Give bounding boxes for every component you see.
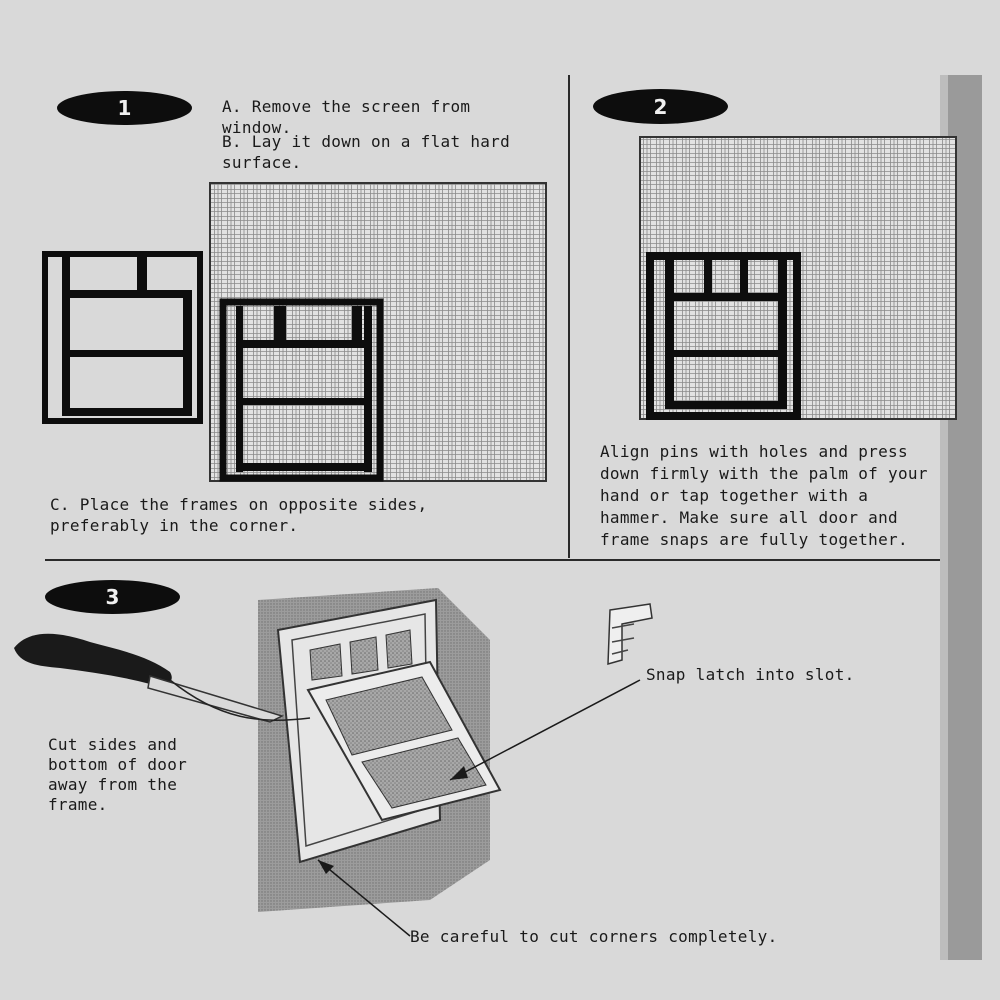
- step-badge-1: 1: [57, 91, 192, 125]
- step3-cut-instruction: Cut sides and bottom of door away from t…: [48, 735, 188, 814]
- knife-icon: [14, 633, 285, 723]
- step1-instruction-b: B. Lay it down on a flat hard surface.: [222, 132, 511, 172]
- step3-latch-instruction: Snap latch into slot.: [646, 665, 855, 684]
- corner-leader-line: [317, 859, 411, 937]
- door-frame-on-screen: [219, 298, 384, 482]
- door-frame-loose: [42, 251, 203, 424]
- step1-instruction-c: C. Place the frames on opposite sides, p…: [50, 495, 428, 535]
- latch-leader-line: [449, 679, 641, 781]
- step-badge-2: 2: [593, 89, 728, 124]
- step2-instruction: Align pins with holes and press down fir…: [600, 442, 928, 549]
- step-badge-3: 3: [45, 580, 180, 614]
- step1-instruction-a: A. Remove the screen from window.: [222, 97, 471, 137]
- step3-corner-instruction: Be careful to cut corners completely.: [410, 927, 778, 946]
- door-flap-swinging: [306, 660, 502, 822]
- latch-icon: [607, 603, 653, 666]
- door-assembled: [646, 252, 801, 420]
